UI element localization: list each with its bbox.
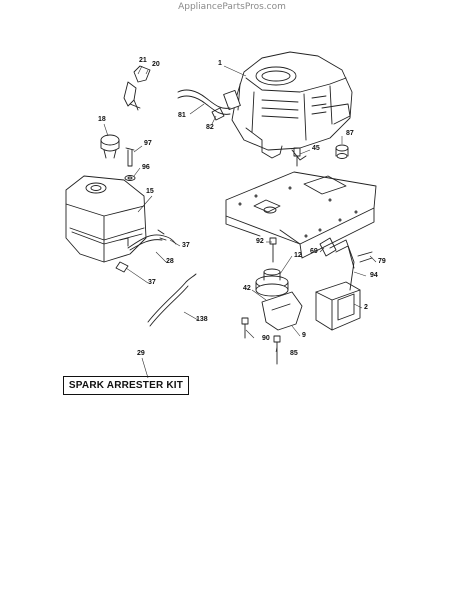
callout-94: 94: [370, 272, 378, 279]
bracket-69: [319, 237, 337, 257]
callout-85: 85: [290, 350, 298, 357]
callout-81: 81: [178, 112, 186, 119]
callout-45: 45: [312, 145, 320, 152]
clamp-37: [115, 261, 129, 273]
callout-18: 18: [98, 116, 106, 123]
callout-69: 69: [310, 248, 318, 255]
callout-12: 12: [294, 252, 302, 259]
callout-92: 92: [256, 238, 264, 245]
fitting-82: [211, 107, 225, 121]
callout-87: 87: [346, 130, 354, 137]
bolt-85: [273, 335, 281, 365]
bracket-9: [261, 291, 303, 331]
ignition-key-20: [133, 65, 151, 83]
exhaust-pipe-94: [329, 239, 355, 291]
bolt-45: [293, 147, 301, 167]
bolt-92: [269, 237, 277, 263]
callout-96: 96: [142, 164, 150, 171]
fuel-line-28: [127, 234, 177, 249]
bolt-97: [125, 147, 135, 167]
callout-28: 28: [166, 258, 174, 265]
callout-15: 15: [146, 188, 154, 195]
bolt-90: [241, 317, 249, 339]
callout-37-lower: 37: [148, 279, 156, 286]
washer-87: [335, 144, 349, 152]
clamp-37b: [157, 229, 167, 241]
hose-138: [147, 273, 197, 323]
spark-arrester-kit-label: SPARK ARRESTER KIT: [68, 380, 184, 391]
fuel-tank-drawing: [65, 175, 147, 263]
callout-82: 82: [206, 124, 214, 131]
callout-1: 1: [218, 60, 222, 67]
callout-79: 79: [378, 258, 386, 265]
callout-29: 29: [137, 350, 145, 357]
washer-96: [124, 175, 136, 181]
fuel-line-81: [177, 89, 231, 109]
callout-138: 138: [196, 316, 208, 323]
screws-79: [357, 251, 373, 263]
callout-20: 20: [152, 61, 160, 68]
pulley-12: [255, 268, 289, 297]
callout-37-upper: 37: [182, 242, 190, 249]
muffler-drawing: [315, 281, 361, 331]
callout-42: 42: [243, 285, 251, 292]
gas-cap-drawing: [100, 134, 120, 159]
callout-9: 9: [302, 332, 306, 339]
mounting-plate-drawing: [225, 171, 377, 259]
ignition-switch-21: [123, 81, 137, 107]
callout-2: 2: [364, 304, 368, 311]
callout-21: 21: [139, 57, 147, 64]
engine-drawing: [223, 51, 353, 161]
callout-97: 97: [144, 140, 152, 147]
watermark-text: AppliancePartsPros.com: [178, 2, 286, 12]
spark-arrester-kit-box: SPARK ARRESTER KIT: [63, 376, 189, 395]
callout-90: 90: [262, 335, 270, 342]
